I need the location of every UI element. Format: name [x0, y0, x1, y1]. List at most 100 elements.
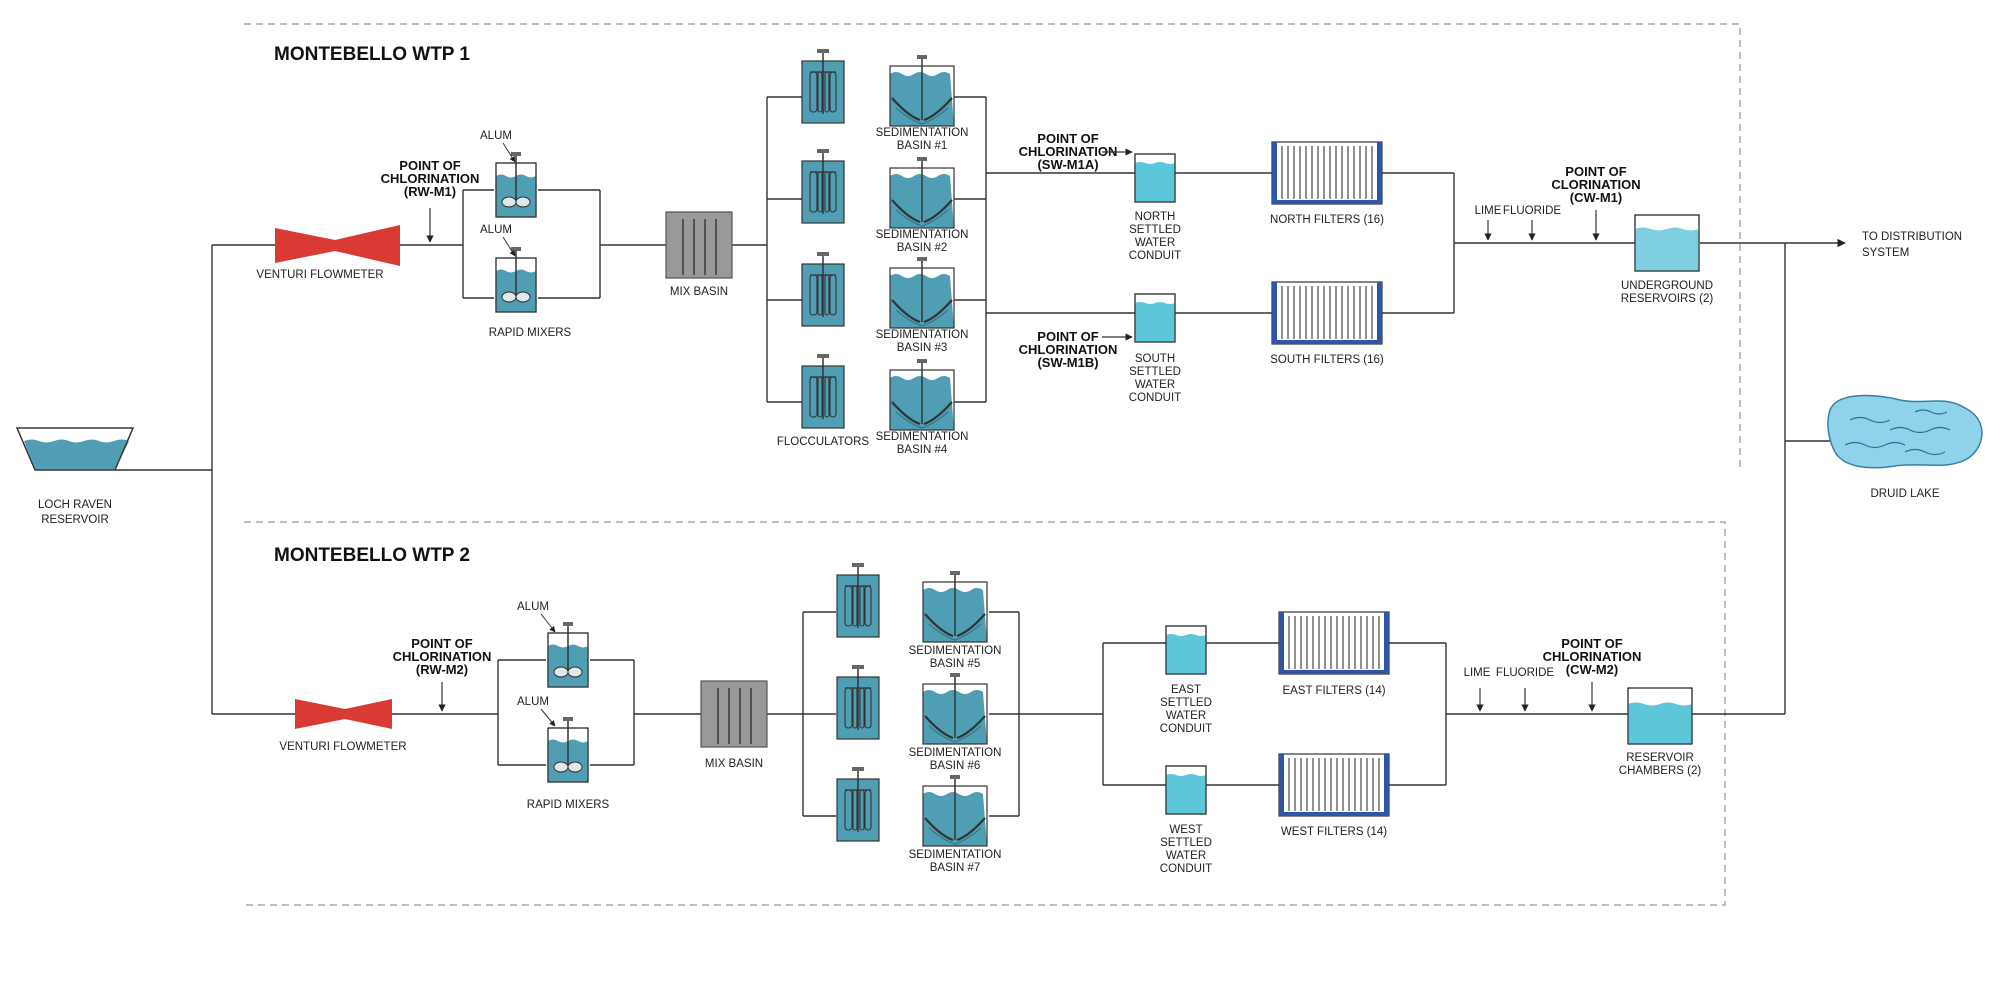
mix-basin-2: MIX BASIN	[700, 680, 768, 770]
chemical-feed-2: LIME FLUORIDE	[1464, 667, 1554, 712]
rapid-mixers-1: ALUM ALUM RAPID MIXERS	[480, 130, 572, 339]
lime-label-1: LIME	[1475, 205, 1502, 217]
sed-basin-1-line1: SEDIMENTATION	[876, 127, 969, 139]
west-filters-label: WEST FILTERS (14)	[1281, 826, 1387, 838]
flocculators-1-label: FLOCCULATORS	[777, 436, 870, 448]
venturi-flowmeter-1-label: VENTURI FLOWMETER	[256, 269, 383, 281]
sed-basin-1-line2: BASIN #1	[897, 140, 948, 152]
rapid-mixers-1-label: RAPID MIXERS	[489, 327, 572, 339]
chlorination-rw-m1-line2: CHLORINATION	[381, 171, 480, 186]
sed-basin-7-line1: SEDIMENTATION	[909, 849, 1002, 861]
alum-label-1a: ALUM	[480, 130, 512, 142]
source-label-line1: LOCH RAVEN	[38, 499, 112, 511]
pipes	[115, 96, 1846, 817]
chlorination-rw-m2-line3: (RW-M2)	[416, 662, 468, 677]
west-conduit-line3: WATER	[1166, 850, 1206, 862]
alum-label-2a: ALUM	[517, 601, 549, 613]
east-filters-label: EAST FILTERS (14)	[1282, 685, 1385, 697]
lime-label-2: LIME	[1464, 667, 1491, 679]
east-conduit-line1: EAST	[1171, 684, 1201, 696]
east-conduit-line3: WATER	[1166, 710, 1206, 722]
north-filters: NORTH FILTERS (16)	[1270, 141, 1384, 226]
chlorination-cw-m2-line2: CHLORINATION	[1543, 649, 1642, 664]
east-conduit-line4: CONDUIT	[1160, 723, 1212, 735]
west-conduit-line1: WEST	[1169, 824, 1202, 836]
east-filters: EAST FILTERS (14)	[1278, 611, 1390, 697]
sed-basin-4-line2: BASIN #4	[897, 444, 948, 456]
north-conduit-line2: SETTLED	[1129, 224, 1181, 236]
sed-basin-5-line2: BASIN #5	[930, 658, 981, 670]
south-filters: SOUTH FILTERS (16)	[1270, 281, 1384, 366]
venturi-flowmeter-2-label: VENTURI FLOWMETER	[279, 741, 406, 753]
west-filters: WEST FILTERS (14)	[1278, 753, 1390, 838]
mix-basin-2-label: MIX BASIN	[705, 758, 763, 770]
chlorination-cw-m2-line3: (CW-M2)	[1566, 662, 1618, 677]
flocculators-2	[836, 562, 880, 842]
chlorination-rw-m2-line2: CHLORINATION	[393, 649, 492, 664]
chlorination-rw-m2-line1: POINT OF	[411, 636, 472, 651]
chlorination-sw-m1a-line3: (SW-M1A)	[1037, 157, 1098, 172]
south-conduit-line1: SOUTH	[1135, 353, 1175, 365]
sed-basin-2-line2: BASIN #2	[897, 242, 948, 254]
north-filters-label: NORTH FILTERS (16)	[1270, 214, 1384, 226]
chemical-feed-1: LIME FLUORIDE	[1475, 205, 1561, 241]
south-conduit-line2: SETTLED	[1129, 366, 1181, 378]
chlorination-cw-m1-line1: POINT OF	[1565, 164, 1626, 179]
west-conduit-line2: SETTLED	[1160, 837, 1212, 849]
north-conduit-line3: WATER	[1135, 237, 1175, 249]
distribution-line1: TO DISTRIBUTION	[1862, 231, 1962, 243]
chlorination-cw-m1-line3: (CW-M1)	[1570, 190, 1622, 205]
reservoir-chambers-line1: RESERVOIR	[1626, 752, 1694, 764]
sed-basin-6-line1: SEDIMENTATION	[909, 747, 1002, 759]
chlorination-rw-m1-line1: POINT OF	[399, 158, 460, 173]
chlorination-rw-m1-line3: (RW-M1)	[404, 184, 456, 199]
chlorination-sw-m1b-line2: CHLORINATION	[1019, 342, 1118, 357]
source-label-line2: RESERVOIR	[41, 514, 109, 526]
plant2-title: MONTEBELLO WTP 2	[274, 545, 470, 566]
chlorination-sw-m1a-line1: POINT OF	[1037, 131, 1098, 146]
south-conduit-line3: WATER	[1135, 379, 1175, 391]
sed-basin-4-line1: SEDIMENTATION	[876, 431, 969, 443]
plant1-boundary	[244, 23, 1741, 470]
chlorination-sw-m1b-line3: (SW-M1B)	[1037, 355, 1098, 370]
sed-basin-6-line2: BASIN #6	[930, 760, 981, 772]
fluoride-label-1: FLUORIDE	[1503, 205, 1561, 217]
alum-label-1b: ALUM	[480, 224, 512, 236]
sed-basin-3-line2: BASIN #3	[897, 342, 948, 354]
distribution-line2: SYSTEM	[1862, 247, 1909, 259]
chlorination-sw-m1b-line1: POINT OF	[1037, 329, 1098, 344]
sed-basin-2-line1: SEDIMENTATION	[876, 229, 969, 241]
